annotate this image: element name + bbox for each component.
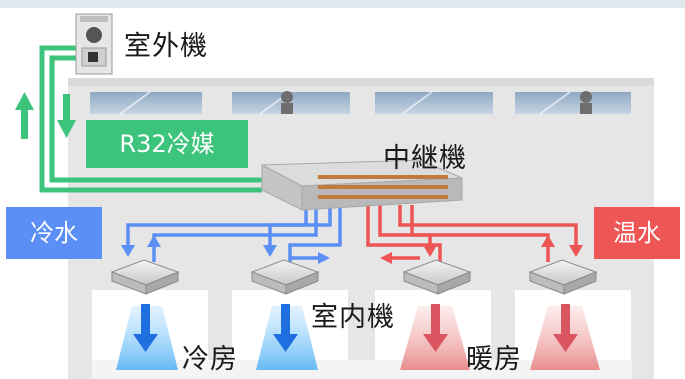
refrigerant-badge — [86, 120, 248, 168]
hot-water-pipes — [366, 205, 578, 262]
hot-arrows — [380, 235, 583, 264]
cold-water-badge — [6, 207, 102, 259]
windows — [90, 91, 631, 115]
heating-label: 暖房 — [466, 344, 522, 375]
cold-arrows — [121, 235, 330, 264]
cool-airflow — [116, 304, 318, 370]
refrigerant-loop — [39, 45, 262, 193]
relay-unit-label: 中継機 — [383, 143, 467, 174]
cassette-unit-icon — [110, 259, 598, 295]
refrigerant-label: R32冷媒 — [119, 130, 215, 158]
cold-water-label: 冷水 — [30, 219, 78, 247]
relay-unit-icon — [260, 159, 463, 211]
indoor-unit-label: 室内機 — [311, 302, 395, 333]
cold-water-pipes — [126, 205, 342, 262]
outdoor-unit-icon — [75, 13, 113, 75]
outdoor-unit-label: 室外機 — [124, 31, 208, 62]
hot-water-label: 温水 — [613, 219, 661, 247]
hot-water-badge — [594, 207, 680, 259]
refrigerant-arrows — [15, 92, 76, 139]
warm-airflow — [400, 304, 600, 370]
cooling-label: 冷房 — [182, 344, 238, 375]
